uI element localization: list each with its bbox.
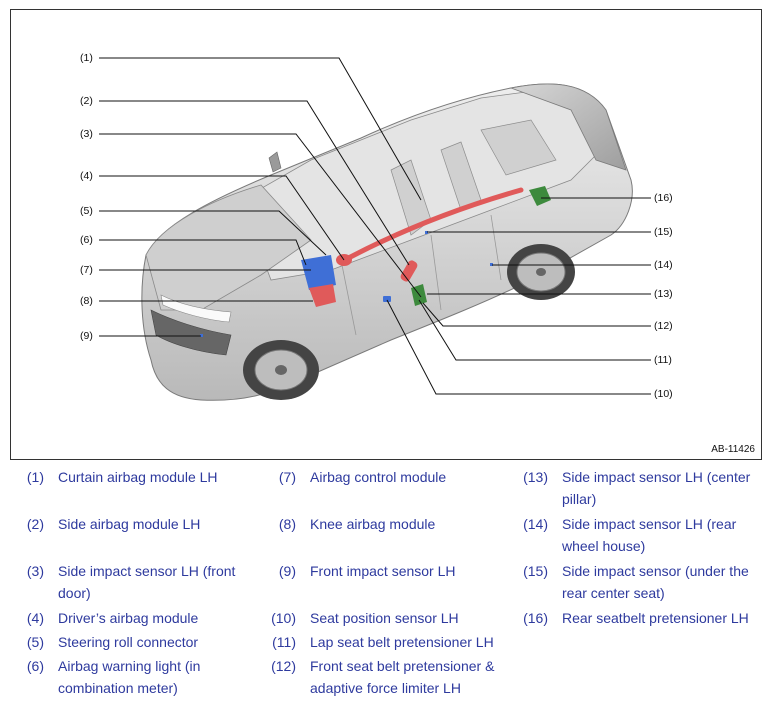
sensors <box>200 231 493 337</box>
control-module <box>301 255 336 290</box>
legend-text: Knee airbag module <box>310 516 436 532</box>
legend-text: Front impact sensor LH <box>310 563 456 579</box>
legend-text: Seat position sensor LH <box>310 610 459 626</box>
legend-text: Lap seat belt pretensioner LH <box>310 634 494 650</box>
callout-16: (16) <box>654 192 673 204</box>
legend-text: Side impact sensor LH (rear wheel house) <box>562 516 737 554</box>
seats <box>390 119 557 236</box>
knee-airbag <box>309 284 336 307</box>
legend-number: (12) <box>271 658 296 674</box>
legend-text: Rear seatbelt pretensioner LH <box>562 610 749 626</box>
legend-text: Steering roll connector <box>58 634 199 650</box>
car-body <box>141 83 633 401</box>
callout-1: (1) <box>80 52 93 64</box>
legend-number: (5) <box>26 634 44 650</box>
diagram-figure: (1) (2) (3) (4) (5) (6) (7) (8) (9) (10)… <box>10 9 762 460</box>
callout-14: (14) <box>654 259 673 271</box>
legend-number: (13) <box>523 469 548 485</box>
legend-number: (11) <box>272 634 296 650</box>
car-illustration <box>99 57 651 401</box>
callout-4: (4) <box>80 170 93 182</box>
leader-lines <box>99 57 651 395</box>
callout-9: (9) <box>80 330 93 342</box>
legend-number: (1) <box>26 469 44 485</box>
callout-3: (3) <box>80 128 93 140</box>
legend-number: (4) <box>26 610 44 626</box>
legend-text: Driver’s airbag module <box>58 610 199 626</box>
legend-text: Airbag control module <box>310 469 447 485</box>
legend-number: (10) <box>271 610 296 626</box>
callout-10: (10) <box>654 388 673 400</box>
callout-6: (6) <box>80 234 93 246</box>
legend-text: Side impact sensor LH (center pillar) <box>562 469 751 507</box>
legend-text: Front seat belt pretensioner & adaptive … <box>310 658 495 696</box>
callout-5: (5) <box>80 205 93 217</box>
legend-text: Curtain airbag module LH <box>58 469 218 485</box>
callout-7: (7) <box>80 264 93 276</box>
callout-11: (11) <box>654 354 672 366</box>
legend-number: (2) <box>26 516 44 532</box>
legend-number: (9) <box>278 563 296 579</box>
legend-text: Side impact sensor LH (front door) <box>58 563 236 601</box>
legend-number: (16) <box>523 610 548 626</box>
legend-number: (8) <box>278 516 296 532</box>
legend-number: (7) <box>278 469 296 485</box>
legend-number: (15) <box>523 563 548 579</box>
callout-2: (2) <box>80 95 93 107</box>
legend-number: (14) <box>523 516 548 532</box>
legend: (1) Curtain airbag module LH (2) Side ai… <box>0 466 772 705</box>
figure-code: AB-11426 <box>711 444 755 455</box>
legend-text: Airbag warning light (in combination met… <box>58 658 201 696</box>
legend-number: (6) <box>26 658 44 674</box>
legend-number: (3) <box>26 563 44 579</box>
legend-text: Side airbag module LH <box>58 516 201 532</box>
front-wheel <box>243 340 319 400</box>
callout-13: (13) <box>654 288 673 300</box>
callout-12: (12) <box>654 320 673 332</box>
callout-15: (15) <box>654 226 673 238</box>
curtain-airbag <box>338 187 524 265</box>
callout-8: (8) <box>80 295 93 307</box>
rear-wheel <box>507 244 575 300</box>
legend-text: Side impact sensor (under the rear cente… <box>562 563 749 601</box>
